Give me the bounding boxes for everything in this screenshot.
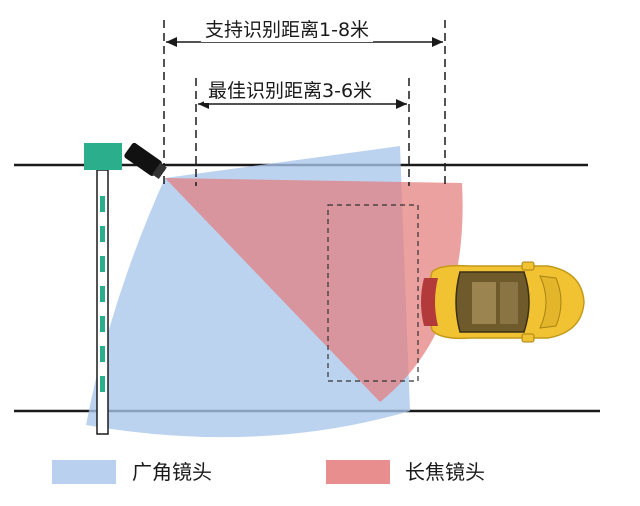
legend-swatch-telephoto	[326, 460, 390, 484]
car-icon	[421, 261, 585, 343]
barrier-pole-icon	[84, 143, 122, 435]
outer-range-arrow	[166, 37, 443, 47]
legend-label-telephoto: 长焦镜头	[405, 460, 485, 484]
inner-range-label: 最佳识别距离3-6米	[204, 79, 377, 103]
outer-range-label: 支持识别距离1-8米	[201, 18, 374, 42]
camera-icon	[124, 142, 167, 179]
legend-label-wide-angle: 广角镜头	[132, 460, 212, 484]
legend-swatch-wide-angle	[52, 460, 116, 484]
recognition-zone	[327, 204, 419, 382]
telephoto-coverage	[165, 178, 463, 402]
